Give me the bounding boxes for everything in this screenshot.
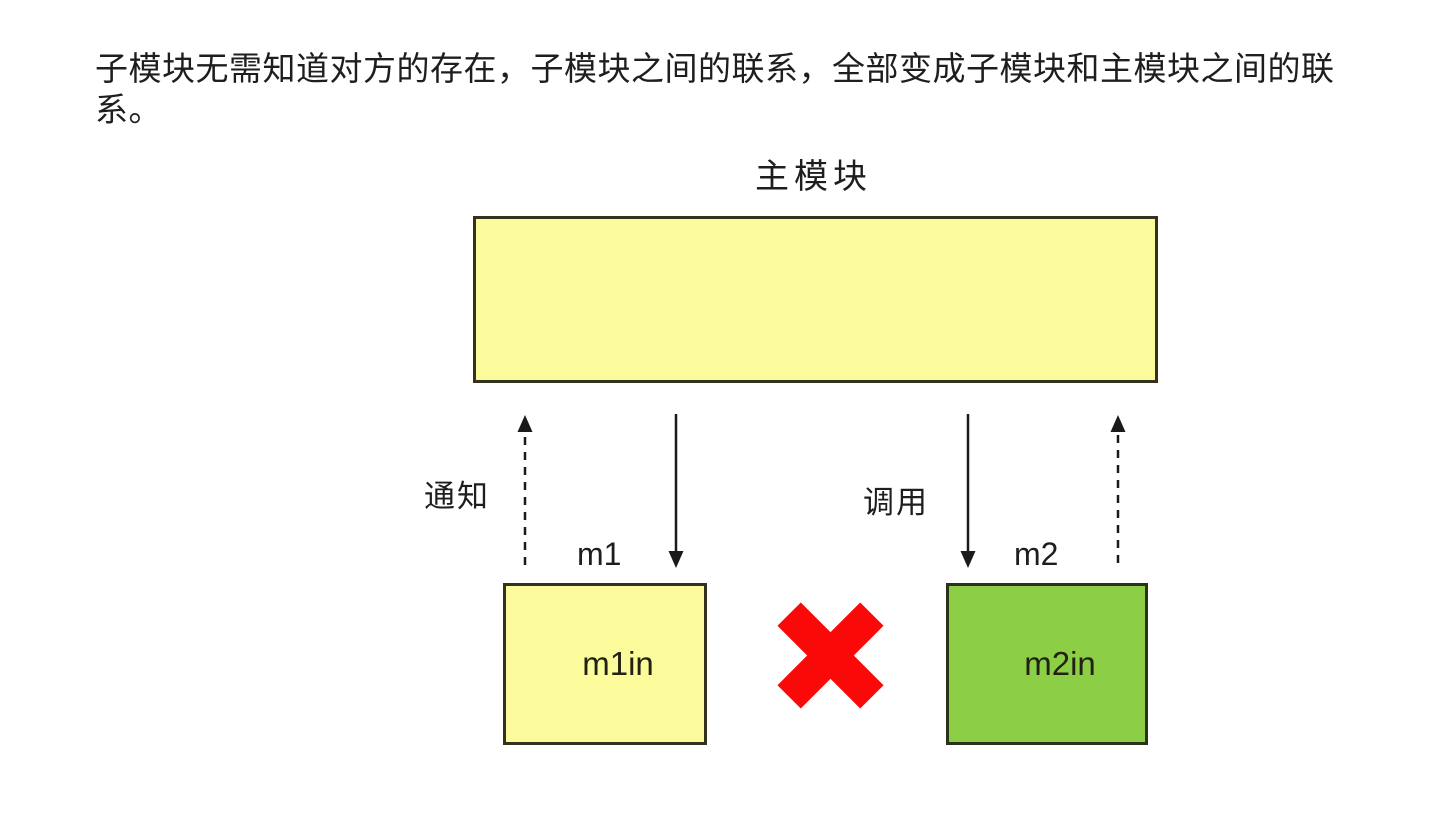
red-cross-icon [772,597,889,714]
m2-to-main-arrow-up-dashed [1110,415,1126,563]
m1-submodule-box: m1in [503,583,707,745]
m2in-label: m2in [1024,645,1096,682]
caption-text: 子模块无需知道对方的存在，子模块之间的联系，全部变成子模块和主模块之间的联系。 [95,50,1335,129]
m2-submodule-box: m2in [946,583,1148,745]
m1in-label: m1in [582,645,654,682]
notify-arrow-up-dashed [517,415,533,565]
main-module-box [473,216,1158,383]
main-to-m1-arrow-down [668,414,684,568]
call-label: 调用 [863,485,929,520]
main-module-label: 主模块 [755,158,872,196]
m1-label: m1 [577,536,622,572]
notify-label: 通知 [424,479,490,514]
call-arrow-down [960,414,976,568]
m2-label: m2 [1014,536,1059,572]
